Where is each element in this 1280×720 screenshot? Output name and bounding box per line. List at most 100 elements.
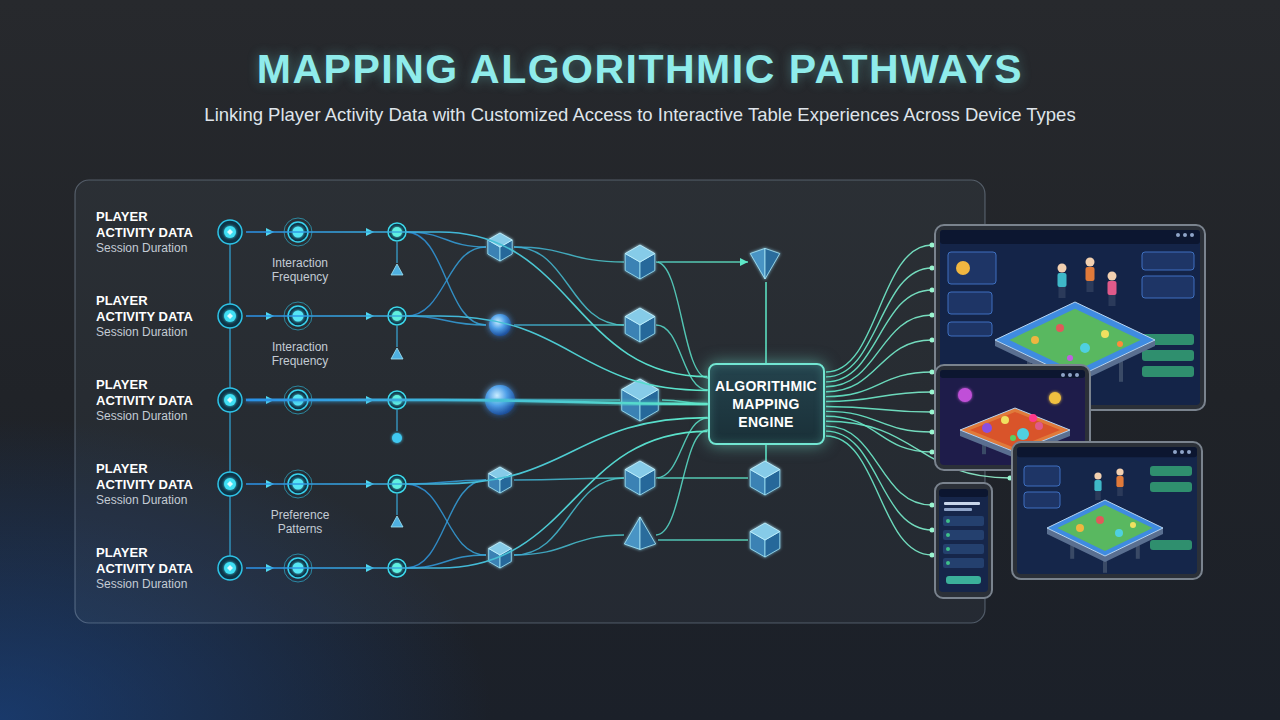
node-core	[224, 310, 236, 322]
game-piece	[1117, 341, 1123, 347]
output-dot	[930, 390, 935, 395]
game-piece	[1056, 324, 1064, 332]
screen-bar	[944, 502, 980, 505]
data-pyramid	[624, 517, 655, 549]
list-dot	[946, 533, 950, 537]
table-board	[1009, 309, 1140, 371]
output-dot	[930, 266, 935, 271]
header-dot	[1183, 233, 1187, 237]
source-metric: Session Duration	[96, 241, 246, 256]
header-dot	[1068, 373, 1072, 377]
metric-label: Interaction Frequency	[262, 256, 338, 284]
output-dot	[930, 288, 935, 293]
source-title: PLAYER ACTIVITY DATA	[96, 293, 208, 325]
branch-shape	[391, 264, 403, 275]
game-piece	[1017, 428, 1029, 440]
flow-line	[514, 478, 624, 555]
side-panel	[948, 292, 992, 314]
node-glyph	[227, 565, 233, 571]
branch-line	[396, 410, 397, 431]
figure-body	[1058, 273, 1067, 287]
panel-button	[1150, 466, 1192, 476]
pyramid-right	[765, 248, 780, 279]
output-line	[826, 268, 932, 377]
device-screen	[939, 489, 988, 592]
header-dot	[1187, 450, 1191, 454]
panel-icon	[956, 261, 970, 275]
game-piece	[1115, 529, 1123, 537]
list-row	[943, 558, 984, 568]
source-metric: Session Duration	[96, 409, 246, 424]
game-piece	[1049, 392, 1061, 404]
output-dot	[930, 243, 935, 248]
game-piece	[1031, 336, 1039, 344]
flow-line	[658, 477, 748, 478]
data-source: PLAYER ACTIVITY DATASession Duration	[96, 545, 246, 592]
device-frame	[935, 483, 992, 598]
data-sphere	[489, 314, 511, 336]
source-metric: Session Duration	[96, 577, 246, 592]
data-flow-connector	[246, 431, 708, 568]
side-panel	[1142, 276, 1194, 298]
node-ring	[218, 556, 242, 580]
output-dot	[930, 313, 935, 318]
panel-button	[1150, 482, 1192, 492]
screen-header	[940, 370, 1085, 378]
tablet-device	[1012, 442, 1202, 579]
panel	[75, 180, 985, 623]
table-board	[1057, 505, 1152, 551]
device-frame	[1012, 442, 1202, 579]
output-dot	[930, 553, 935, 558]
game-piece	[1101, 330, 1109, 338]
node-core	[224, 478, 236, 490]
figure-body	[1094, 480, 1101, 491]
figure-head	[1116, 468, 1123, 475]
game-piece	[1096, 516, 1104, 524]
figure-legs	[1087, 281, 1094, 292]
data-cube	[750, 461, 780, 495]
data-source: PLAYER ACTIVITY DATASession Duration	[96, 461, 246, 508]
branch-shape	[391, 516, 403, 527]
data-cube	[750, 523, 780, 557]
diagram-caption: Linking Player Activity Data with Custom…	[0, 104, 1280, 126]
flow-line	[406, 484, 486, 555]
output-line	[826, 406, 932, 412]
figure-body	[1108, 281, 1117, 295]
figure-head	[1058, 264, 1067, 273]
header-dot	[1190, 233, 1194, 237]
cube-top	[625, 461, 655, 478]
source-metric: Session Duration	[96, 325, 246, 340]
flow-line	[658, 261, 748, 262]
data-cube	[625, 461, 655, 495]
source-title: PLAYER ACTIVITY DATA	[96, 209, 208, 241]
pyramid-left	[624, 517, 640, 549]
data-cube	[625, 308, 655, 342]
node-ring	[218, 388, 242, 412]
game-piece	[1029, 414, 1037, 422]
game-piece	[1130, 522, 1136, 528]
list-row	[943, 530, 984, 540]
flow-line	[656, 262, 708, 378]
side-panel	[1142, 252, 1194, 270]
panel-button	[1142, 350, 1194, 361]
branch-line	[396, 326, 397, 347]
header-dot	[1173, 450, 1177, 454]
side-panel	[1024, 466, 1060, 486]
output-dot	[930, 450, 935, 455]
screen-header	[940, 230, 1200, 244]
data-flow-connector	[246, 232, 708, 377]
panel-button	[1142, 366, 1194, 377]
data-source: PLAYER ACTIVITY DATASession Duration	[96, 209, 246, 256]
node-core	[224, 562, 236, 574]
flow-line	[406, 480, 486, 568]
phone-button	[946, 576, 981, 584]
diagram-title: MAPPING ALGORITHMIC PATHWAYS	[0, 46, 1280, 93]
flow-line	[406, 232, 486, 325]
screen-bar	[944, 508, 972, 511]
data-flow-connector	[246, 316, 708, 390]
output-line	[826, 315, 932, 387]
flow-line	[406, 555, 486, 568]
header-dot	[1176, 233, 1180, 237]
node-glyph	[227, 229, 233, 235]
device-screen	[1017, 447, 1197, 574]
